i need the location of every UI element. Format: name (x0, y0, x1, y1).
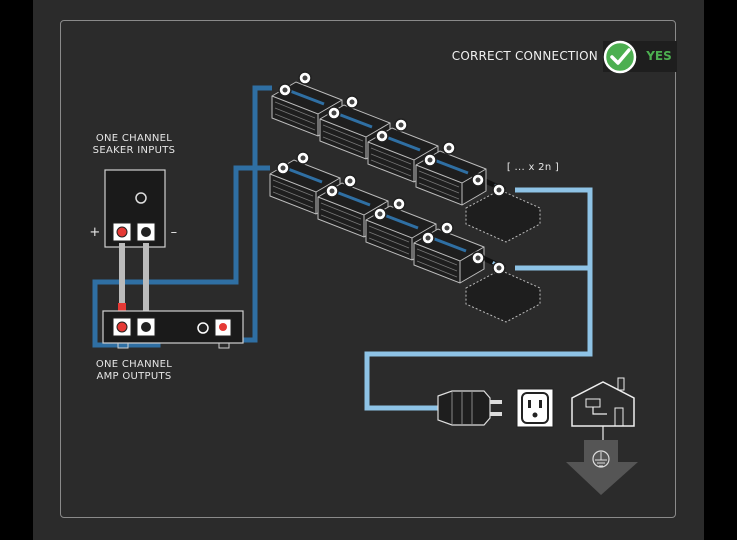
plug-icon (437, 390, 502, 426)
amp-outputs-label: ONE CHANNEL AMP OUTPUTS (84, 359, 184, 383)
speaker-input-box (104, 169, 166, 248)
speaker-inputs-label-line2: SEAKER INPUTS (92, 145, 176, 156)
speaker-inputs-label: ONE CHANNEL SEAKER INPUTS (84, 133, 184, 157)
status-value: YES (646, 49, 672, 63)
cable-positive-tip (118, 303, 126, 313)
ground-icon (592, 450, 610, 468)
amp-outputs-label-line2: AMP OUTPUTS (96, 371, 172, 382)
cable-negative (143, 243, 149, 311)
cable-positive (119, 243, 125, 311)
unit-second-dotted (465, 269, 541, 323)
speaker-inputs-label-line1: ONE CHANNEL (95, 133, 173, 144)
unit-row-second (268, 151, 541, 323)
multiplier-label: [ ... x 2n ] (506, 162, 560, 173)
arrow-down-icon (566, 440, 638, 495)
amp-box (102, 310, 244, 349)
status-badge (603, 40, 677, 74)
house-icon (571, 377, 635, 440)
status-title: CORRECT CONNECTION (451, 49, 598, 63)
wire-feed-second (92, 165, 270, 348)
wire-return-top (364, 187, 593, 411)
diagram-frame (60, 20, 676, 518)
plus-sign: + (89, 225, 101, 240)
amp-outputs-label-line1: ONE CHANNEL (95, 359, 173, 370)
wire-feed-top (172, 85, 272, 343)
checkmark-icon (603, 40, 637, 74)
unit-top-dotted (465, 189, 541, 243)
minus-sign: – (170, 225, 178, 240)
unit-row-top (270, 71, 541, 243)
outlet-icon (516, 388, 554, 428)
